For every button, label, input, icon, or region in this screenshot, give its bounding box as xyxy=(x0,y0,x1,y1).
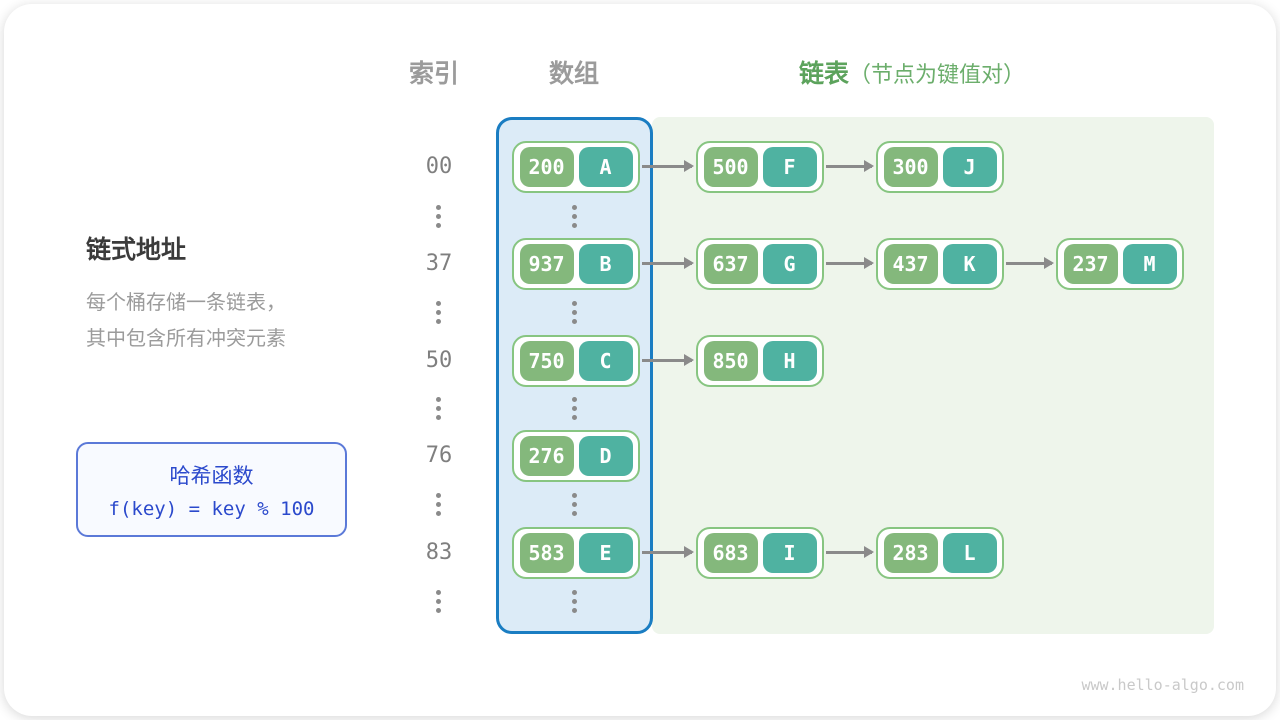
node-value: D xyxy=(578,436,633,476)
next-pointer-arrow xyxy=(642,160,694,172)
watermark: www.hello-algo.com xyxy=(1081,676,1244,694)
node-key: 437 xyxy=(883,244,938,284)
ellipsis-dots-icon xyxy=(572,301,577,324)
node-key: 683 xyxy=(703,533,758,573)
hash-function-box: 哈希函数 f(key) = key % 100 xyxy=(76,442,347,537)
node-value: J xyxy=(942,147,997,187)
page-title: 链式地址 xyxy=(86,236,187,264)
list-column-header: 链表（节点为键值对） xyxy=(799,58,1229,90)
next-pointer-arrow xyxy=(642,257,694,269)
node-value: K xyxy=(942,244,997,284)
node-key: 200 xyxy=(519,147,574,187)
node-key: 276 xyxy=(519,436,574,476)
node-key: 850 xyxy=(703,341,758,381)
node-key: 583 xyxy=(519,533,574,573)
hash-function-title: 哈希函数 xyxy=(169,464,254,488)
bucket-index-label: 00 xyxy=(425,154,453,179)
ellipsis-dots-icon xyxy=(572,205,577,228)
description-text: 每个桶存储一条链表， 其中包含所有冲突元素 xyxy=(86,292,286,350)
ellipsis-dots-icon xyxy=(436,590,441,613)
hash-function-formula: f(key) = key % 100 xyxy=(108,497,315,520)
node-key: 750 xyxy=(519,341,574,381)
next-pointer-arrow xyxy=(642,546,694,558)
node-value: E xyxy=(578,533,633,573)
node-value: F xyxy=(762,147,817,187)
next-pointer-arrow xyxy=(826,160,874,172)
ellipsis-dots-icon xyxy=(436,397,441,420)
node-value: B xyxy=(578,244,633,284)
node-value: A xyxy=(578,147,633,187)
list-column-header-note: （节点为键值对） xyxy=(849,62,1026,87)
node-key: 237 xyxy=(1063,244,1118,284)
bucket-index-label: 50 xyxy=(425,348,453,373)
array-column-header: 数组 xyxy=(548,60,599,88)
next-pointer-arrow xyxy=(642,354,694,366)
node-key: 937 xyxy=(519,244,574,284)
diagram-card: 索引 数组 链表（节点为键值对） 链式地址 每个桶存储一条链表， 其中包含所有冲… xyxy=(4,4,1276,716)
node-value: M xyxy=(1122,244,1177,284)
ellipsis-dots-icon xyxy=(572,493,577,516)
ellipsis-dots-icon xyxy=(572,397,577,420)
ellipsis-dots-icon xyxy=(436,493,441,516)
bucket-index-label: 37 xyxy=(425,251,453,276)
node-value: I xyxy=(762,533,817,573)
node-value: H xyxy=(762,341,817,381)
next-pointer-arrow xyxy=(826,546,874,558)
node-value: G xyxy=(762,244,817,284)
ellipsis-dots-icon xyxy=(572,590,577,613)
bucket-index-label: 76 xyxy=(425,443,453,468)
ellipsis-dots-icon xyxy=(436,301,441,324)
next-pointer-arrow xyxy=(826,257,874,269)
ellipsis-dots-icon xyxy=(436,205,441,228)
bucket-index-label: 83 xyxy=(425,540,453,565)
node-key: 637 xyxy=(703,244,758,284)
index-column-header: 索引 xyxy=(408,60,459,88)
node-key: 283 xyxy=(883,533,938,573)
node-value: L xyxy=(942,533,997,573)
list-column-header-label: 链表 xyxy=(799,60,850,88)
next-pointer-arrow xyxy=(1006,257,1054,269)
node-key: 500 xyxy=(703,147,758,187)
node-value: C xyxy=(578,341,633,381)
node-key: 300 xyxy=(883,147,938,187)
